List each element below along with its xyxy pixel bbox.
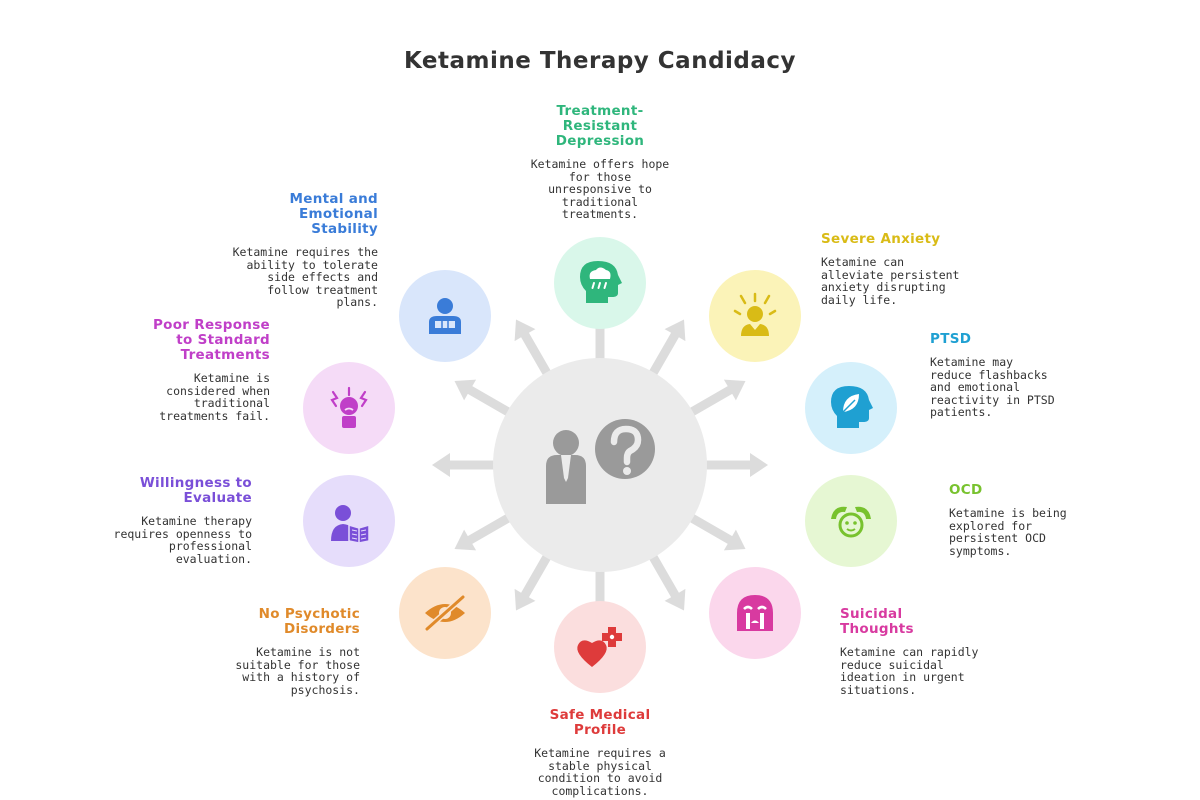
node-suicidal — [709, 567, 801, 659]
node-ptsd-heading: PTSD — [930, 331, 972, 347]
person-reading-icon — [331, 505, 370, 544]
node-medical — [554, 601, 646, 693]
arrow-8 — [514, 545, 557, 611]
frustrated-person-icon — [330, 386, 368, 428]
arrow-12 — [514, 319, 557, 385]
arrow-11 — [454, 379, 520, 422]
node-ocd — [805, 475, 897, 567]
heart-medical-icon — [577, 627, 622, 667]
arrow-9 — [454, 508, 520, 551]
arrow-4 — [695, 453, 768, 477]
node-willingness-circle — [303, 475, 395, 567]
node-anxiety — [709, 270, 801, 362]
node-icons — [303, 237, 897, 693]
node-ptsd — [805, 362, 897, 454]
person-question-icon — [546, 419, 655, 504]
node-psychotic — [399, 567, 491, 659]
arrow-10 — [432, 453, 505, 477]
arrow-2 — [643, 319, 686, 385]
node-trd — [554, 237, 646, 329]
head-hands-icon — [831, 506, 871, 538]
arrow-5 — [680, 508, 746, 551]
stressed-person-icon — [733, 292, 777, 336]
crying-face-icon — [737, 595, 773, 631]
arrow-1 — [588, 297, 612, 370]
diagram-title: Ketamine Therapy Candidacy — [403, 48, 797, 74]
node-anxiety-heading: Severe Anxiety — [821, 231, 941, 247]
stable-person-icon — [429, 298, 461, 334]
node-willingness — [303, 475, 395, 567]
head-raincloud-icon — [580, 261, 622, 303]
crossed-eye-icon — [425, 594, 465, 632]
radial-arrows — [432, 297, 768, 633]
hub — [493, 358, 707, 572]
arrow-7 — [588, 560, 612, 633]
node-stability — [399, 270, 491, 362]
node-ocd-circle — [805, 475, 897, 567]
node-ocd-heading: OCD — [949, 482, 983, 498]
arrow-3 — [680, 379, 746, 422]
arrow-6 — [643, 545, 686, 611]
node-poor — [303, 362, 395, 454]
head-leaf-icon — [831, 386, 873, 428]
